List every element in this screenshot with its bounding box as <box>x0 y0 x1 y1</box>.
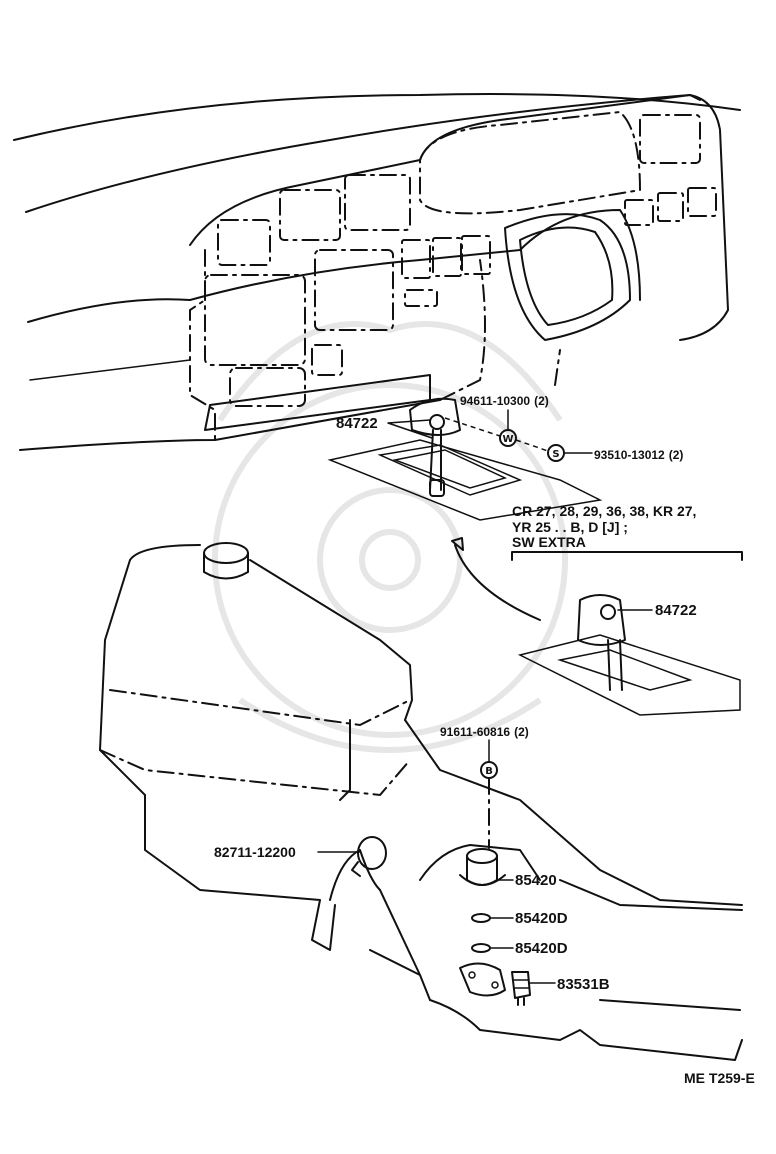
label-85420d-b: 85420D <box>515 940 568 957</box>
symbol-s: S <box>552 449 559 460</box>
variant-note-line3: SW EXTRA <box>512 534 586 550</box>
plate-83531B <box>459 962 531 1006</box>
label-83531b: 83531B <box>557 976 610 993</box>
shift-boot-lower <box>451 537 743 716</box>
symbol-b: B <box>485 766 493 777</box>
transmission-illustration <box>99 542 743 1061</box>
watermark <box>212 321 568 753</box>
label-85420d-a: 85420D <box>515 910 568 927</box>
leader-lines <box>317 409 653 984</box>
label-91611-60816: 91611-60816(2) <box>440 725 529 739</box>
label-94611-10300: 94611-10300(2) <box>460 394 549 408</box>
label-82711-12200: 82711-12200 <box>214 844 296 860</box>
gasket-85420D-a <box>471 913 491 923</box>
symbol-w: W <box>502 434 513 445</box>
variant-note-line1: CR 27, 28, 29, 36, 38, KR 27, <box>512 503 696 519</box>
variant-note-line2: YR 25 . . B, D [J] ; <box>512 519 628 535</box>
shift-boot-upper <box>327 397 603 521</box>
label-85420: 85420 <box>515 872 557 889</box>
label-84722-upper: 84722 <box>336 415 378 432</box>
diagram-code: ME T259-E <box>684 1070 755 1086</box>
clamp-82711-12200 <box>351 836 387 877</box>
gasket-85420D-b <box>471 943 491 953</box>
label-93510-13012: 93510-13012(2) <box>594 448 683 462</box>
label-84722-lower: 84722 <box>655 602 697 619</box>
dashboard-illustration <box>13 93 741 451</box>
